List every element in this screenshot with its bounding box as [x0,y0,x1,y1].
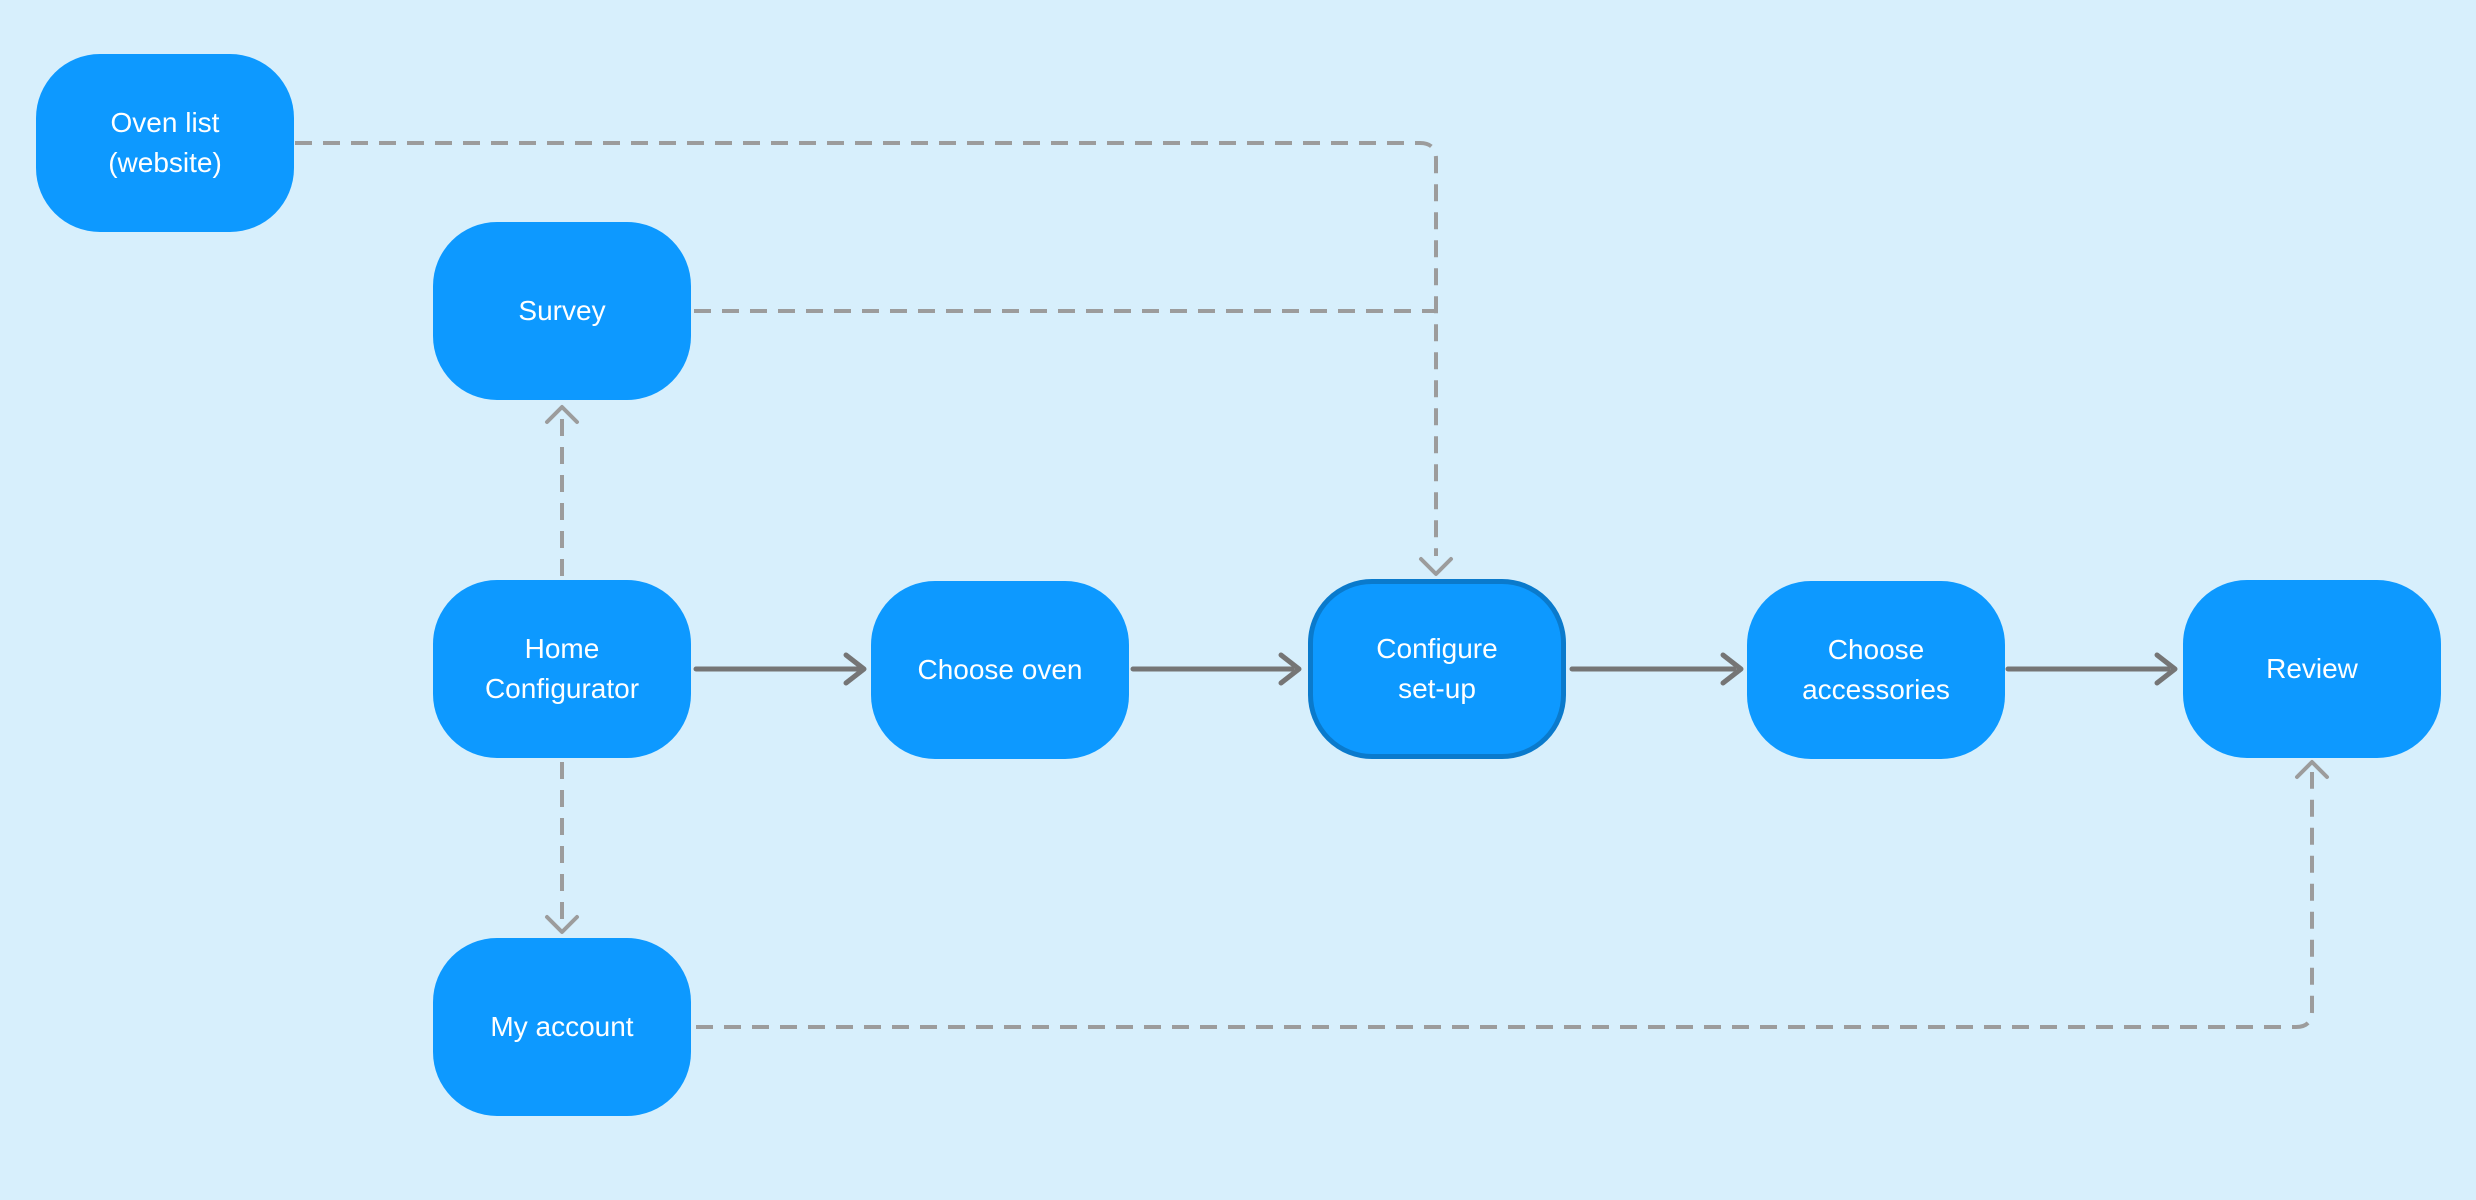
arrowhead-icon [545,405,579,424]
node-choose-accessories[interactable]: Choose accessories [1747,581,2005,759]
node-my-account[interactable]: My account [433,938,691,1116]
edge-choose-oven-to-configure-setup[interactable] [1130,652,1302,686]
node-label: Oven list (website) [108,107,222,178]
arrowhead-icon [2154,652,2178,686]
node-label: Configure set-up [1376,633,1498,704]
edge-home-configurator-to-my-account[interactable] [545,762,579,934]
arrowhead-icon [1720,652,1744,686]
node-configure-setup-selected[interactable]: Configure set-up [1308,579,1566,759]
node-survey[interactable]: Survey [433,222,691,400]
arrowhead-icon [545,915,579,934]
node-label: Survey [518,295,606,326]
arrowhead-icon [843,652,867,686]
node-review[interactable]: Review [2183,580,2441,758]
node-label: My account [490,1011,634,1042]
edge-choose-accessories-to-review[interactable] [2005,652,2178,686]
node-label: Home Configurator [484,633,640,704]
arrowhead-icon [2295,760,2329,779]
edge-home-configurator-to-survey[interactable] [545,405,579,576]
edge-configure-setup-to-choose-accessories[interactable] [1569,652,1744,686]
node-label: Review [2266,653,2358,684]
edge-oven-list-to-configure-setup[interactable] [295,141,1453,576]
arrowhead-icon [1419,557,1453,576]
edge-my-account-to-review[interactable] [696,760,2329,1029]
node-oven-list-website[interactable]: Oven list (website) [36,54,294,232]
node-home-configurator[interactable]: Home Configurator [433,580,691,758]
node-label: Choose accessories [1802,634,1950,705]
node-label: Choose oven [917,654,1083,685]
node-choose-oven[interactable]: Choose oven [871,581,1129,759]
arrowhead-icon [1278,652,1302,686]
edge-home-configurator-to-choose-oven[interactable] [693,652,867,686]
